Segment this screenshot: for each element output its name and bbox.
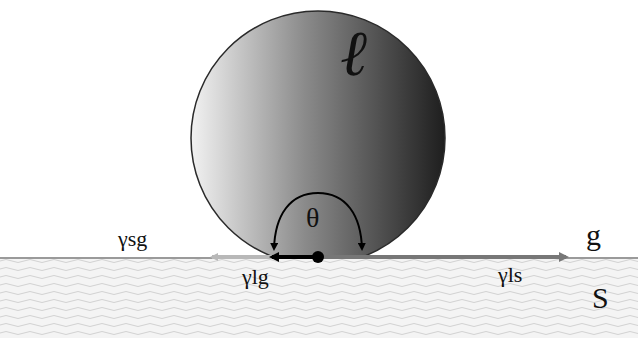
phase-label: g: [586, 220, 601, 250]
gamma-sg-arrow: [212, 255, 318, 259]
contact-point: [312, 251, 324, 263]
tension-label: γls: [498, 264, 522, 286]
angle-symbol: θ: [306, 204, 319, 232]
angle-arc: [318, 193, 362, 249]
solid-substrate: S: [0, 257, 638, 338]
phase-label: S: [592, 283, 609, 313]
gamma-lg-arrow: [272, 255, 318, 259]
tension-label: γlg: [242, 266, 269, 288]
tension-label: γsg: [118, 228, 147, 250]
phase-label: ℓ: [340, 22, 367, 86]
substrate-shape: [0, 257, 638, 338]
gamma-ls-arrow: [318, 255, 566, 259]
